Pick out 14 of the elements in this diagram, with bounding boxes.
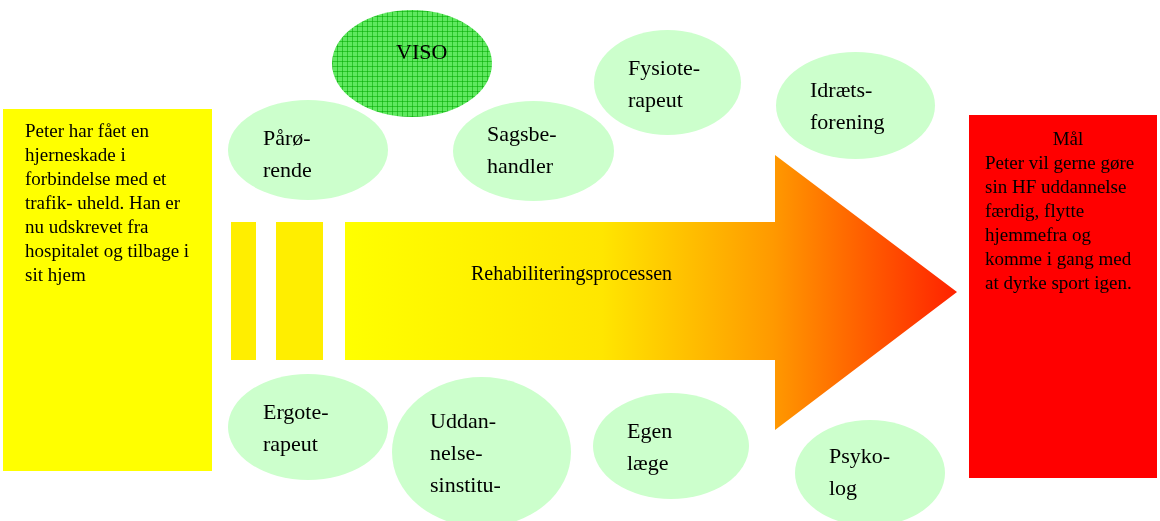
ellipse-label: Idræts- forening — [810, 76, 885, 136]
ellipse-label: Psyko- log — [829, 442, 891, 502]
arrow-label: Rehabiliteringsprocessen — [471, 261, 673, 285]
ellipse-label: VISO — [396, 38, 448, 66]
note-box: Peter har fået en hjerneskade i forbindelse med et trafik- uheld. Han er nu udskrevet fra hospitalet og tilbage i sit hjem — [3, 109, 212, 471]
goal-box — [969, 115, 1157, 478]
goal-heading: Mål — [1051, 127, 1085, 151]
ellipse-label: Uddan- nelse- sinstitu- — [430, 407, 501, 499]
ellipse-label: Egen læge — [627, 417, 673, 477]
ellipse-label: Ergote- rapeut — [263, 398, 329, 458]
ellipse-label: Pårø- rende — [263, 124, 312, 184]
ellipse-label: Sagsbe- handler — [487, 120, 557, 180]
ellipse-label: Fysiote- rapeut — [628, 54, 701, 114]
goal-text: Peter vil gerne gøre sin HF uddannelse færdig, flytte hjemmefra og komme i gang med at dyrke sport igen. — [985, 151, 1136, 295]
